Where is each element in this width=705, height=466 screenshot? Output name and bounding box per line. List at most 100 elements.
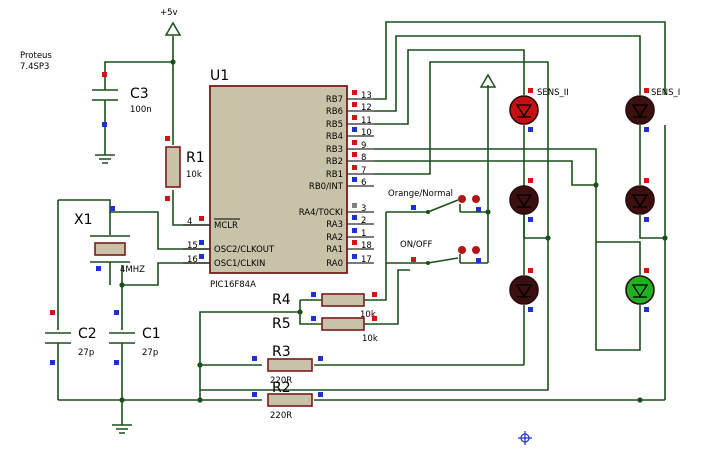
ic-pin-name: RB2 <box>326 157 343 167</box>
capacitor-c1[interactable]: C1 27p <box>109 310 161 365</box>
x1-value: 4MHZ <box>120 265 145 275</box>
pin-marker <box>102 72 107 77</box>
microcontroller-u1[interactable]: U1 PIC16F84A 13RB712RB611RB510RB49RB38RB… <box>183 68 374 290</box>
diode-triangle <box>515 284 533 298</box>
wires <box>57 21 666 425</box>
c1-ref: C1 <box>142 326 161 342</box>
pin-marker <box>644 268 649 273</box>
pin-marker <box>352 177 357 182</box>
pin-marker <box>352 115 357 120</box>
switch-contact-icon <box>458 246 466 254</box>
ic-pin-name: RA2 <box>326 233 343 243</box>
pin-marker <box>476 258 481 263</box>
resistor-r4[interactable]: R4 10k <box>272 292 377 320</box>
vcc-arrow-icon <box>164 21 182 36</box>
led-icon[interactable] <box>509 88 539 132</box>
pin-marker <box>352 127 357 132</box>
r4-body <box>321 293 365 307</box>
switch-orange-normal[interactable]: Orange/Normal <box>388 189 481 214</box>
junction-dot <box>197 397 203 403</box>
switch-contact-icon <box>472 246 480 254</box>
crystal-x1[interactable]: X1 4MHZ <box>74 206 145 285</box>
r3-value: 220R <box>270 376 292 386</box>
diode-triangle <box>631 104 649 118</box>
ic-pin-number: 7 <box>361 166 366 176</box>
ic-pin-number: 11 <box>361 116 372 126</box>
junction-dot <box>197 362 203 368</box>
r3-ref: R3 <box>272 344 291 360</box>
switch-on-off[interactable]: ON/OFF <box>400 240 481 265</box>
led-body <box>509 275 539 305</box>
resistor-r5[interactable]: R5 10k <box>272 316 378 344</box>
junction-dot <box>662 235 668 241</box>
r1-body <box>165 146 181 188</box>
pin-marker <box>252 392 257 397</box>
ic-pin-name: RB6 <box>326 107 343 117</box>
resistor-r1[interactable]: R1 10k <box>165 136 205 201</box>
switch-power-label: ON/OFF <box>400 240 432 250</box>
pin-marker <box>644 217 649 222</box>
junction-dot <box>485 209 491 215</box>
ic-pin-name: OSC1/CLKIN <box>214 259 265 269</box>
c3-value: 100n <box>130 105 152 115</box>
led-body <box>509 95 539 125</box>
pin-marker <box>528 88 533 93</box>
diode-triangle <box>515 194 533 208</box>
pin-marker <box>352 90 357 95</box>
led-body <box>509 185 539 215</box>
r2-ref: R2 <box>272 380 291 396</box>
ic-pin-number: 12 <box>361 103 372 113</box>
ic-pin-name: RB7 <box>326 95 343 105</box>
junction-dot <box>545 235 551 241</box>
pin-marker <box>352 152 357 157</box>
capacitor-c2[interactable]: C2 27p <box>45 310 97 365</box>
pin-marker <box>352 215 357 220</box>
ic-pin-name: RB3 <box>326 145 343 155</box>
capacitor-c3[interactable]: C3 100n <box>92 72 152 127</box>
ic-pin-number: 4 <box>187 217 192 227</box>
vcc-label: +5v <box>160 8 178 18</box>
r5-value: 10k <box>362 334 378 344</box>
vcc-symbol: +5v <box>160 8 182 36</box>
led-icon[interactable] <box>509 268 539 312</box>
pin-marker <box>318 392 323 397</box>
led-body <box>625 275 655 305</box>
pin-marker <box>165 196 170 201</box>
led-icon[interactable] <box>625 268 655 312</box>
r5-ref: R5 <box>272 316 291 332</box>
pin-marker <box>114 310 119 315</box>
ic-pin-name: OSC2/CLKOUT <box>214 245 275 255</box>
c1-value: 27p <box>142 348 158 358</box>
led-icon[interactable] <box>509 178 539 222</box>
r1-ref: R1 <box>186 150 205 166</box>
led-column-sens-i <box>625 88 655 312</box>
ground-symbol <box>112 424 132 434</box>
pin-marker <box>352 254 357 259</box>
ic-pin-osc1-clkin: 16 OSC1/CLKIN <box>183 254 265 269</box>
resistor-r3[interactable]: R3 220R <box>252 344 323 386</box>
ic-pin-number: 2 <box>361 216 366 226</box>
r2-body <box>267 393 313 407</box>
resistor-r2[interactable]: R2 220R <box>252 380 323 421</box>
pin-marker <box>199 240 204 245</box>
c2-ref: C2 <box>78 326 97 342</box>
ic-pin-number: 9 <box>361 141 366 151</box>
ic-pin-name: RB0/INT <box>309 182 344 192</box>
led-icon[interactable] <box>625 178 655 222</box>
pin-marker <box>528 127 533 132</box>
led-icon[interactable] <box>625 88 655 132</box>
pin-marker <box>102 122 107 127</box>
pin-marker <box>372 292 377 297</box>
pin-marker <box>352 240 357 245</box>
pin-marker <box>528 268 533 273</box>
tool-version: 7.4SP3 <box>20 62 49 72</box>
led-body <box>625 95 655 125</box>
switch-contact-icon <box>458 195 466 203</box>
ic-pin-number: 16 <box>187 255 198 265</box>
r3-body <box>267 358 313 372</box>
